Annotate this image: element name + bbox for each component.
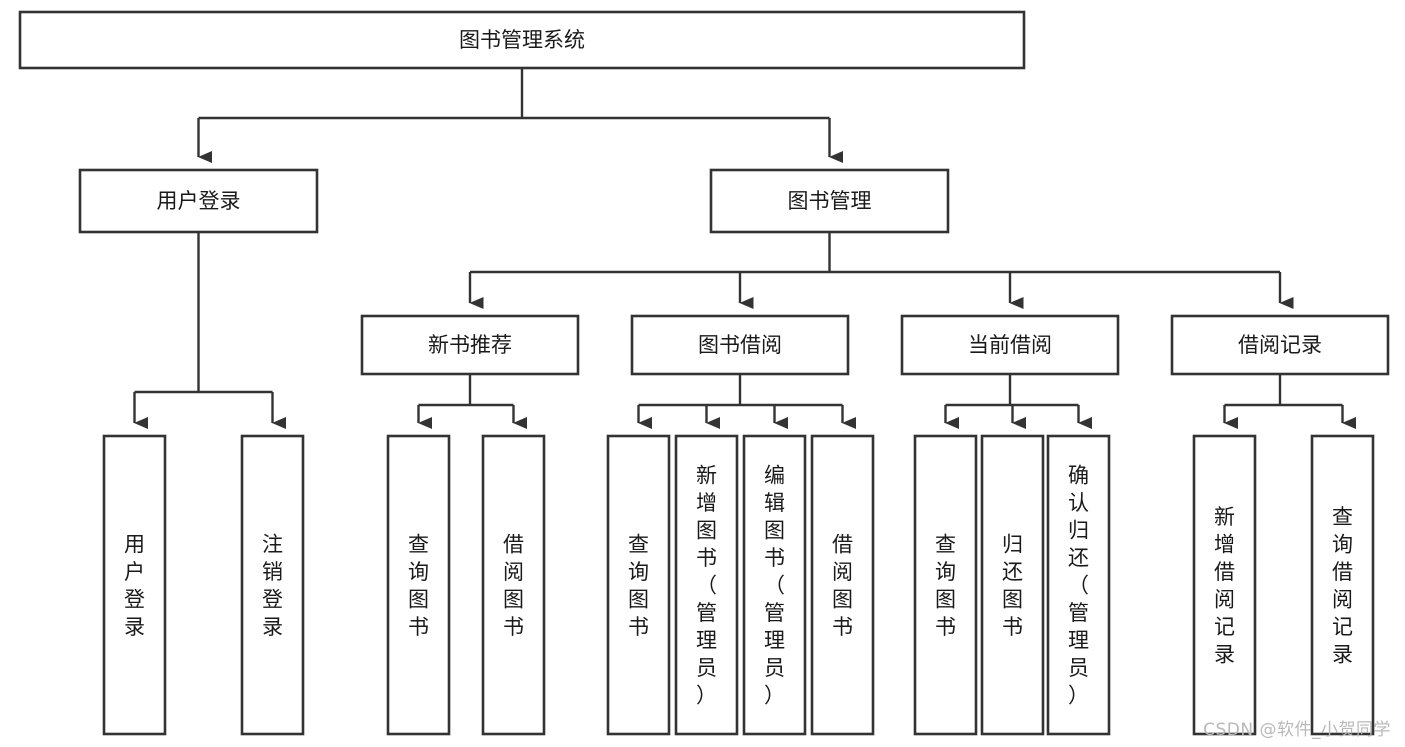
- node-leaf-add-book[interactable]: 新增图书（管理员）: [674, 434, 739, 736]
- node-user-login[interactable]: 用户登录: [78, 168, 319, 234]
- node-leaf-user-login-box: [102, 434, 167, 736]
- node-leaf-user-logout-box: [240, 434, 305, 736]
- node-current-borrow-box: [900, 314, 1120, 376]
- node-current-borrow[interactable]: 当前借阅: [900, 314, 1120, 376]
- node-leaf-add-book-label: 新增图书（管理员）: [696, 464, 717, 708]
- node-book-borrow-box: [630, 314, 850, 376]
- node-leaf-borrow-book-1-label: 借阅图书: [503, 532, 524, 639]
- node-book-manage-label: 图书管理: [788, 189, 872, 213]
- node-leaf-borrow-book-2-box: [810, 434, 875, 736]
- node-leaf-user-login-label: 用户登录: [124, 532, 145, 639]
- node-leaf-add-record-label: 新增借阅记录: [1214, 505, 1235, 667]
- node-leaf-borrow-book-2-label: 借阅图书: [832, 532, 853, 639]
- node-book-borrow[interactable]: 图书借阅: [630, 314, 850, 376]
- node-root-box: [18, 10, 1026, 70]
- node-leaf-query-record[interactable]: 查询借阅记录: [1310, 434, 1375, 736]
- node-book-manage[interactable]: 图书管理: [709, 168, 950, 234]
- connector-edges: [133, 68, 1356, 429]
- node-leaf-query-book-2-label: 查询图书: [628, 532, 649, 639]
- node-leaf-add-book-box: [674, 434, 739, 736]
- node-user-login-box: [78, 168, 319, 234]
- node-borrow-record[interactable]: 借阅记录: [1170, 314, 1390, 376]
- node-leaf-confirm-return-label: 确认归还（管理员）: [1068, 464, 1089, 708]
- node-current-borrow-label: 当前借阅: [968, 333, 1052, 357]
- node-leaf-query-book-2[interactable]: 查询图书: [606, 434, 671, 736]
- node-new-book-recommend-label: 新书推荐: [428, 333, 512, 357]
- node-new-book-recommend[interactable]: 新书推荐: [360, 314, 580, 376]
- node-root-label: 图书管理系统: [459, 28, 585, 52]
- node-leaf-query-book-3[interactable]: 查询图书: [913, 434, 978, 736]
- node-leaf-add-record-box: [1192, 434, 1257, 736]
- node-leaf-borrow-book-1[interactable]: 借阅图书: [481, 434, 546, 736]
- node-leaf-add-record[interactable]: 新增借阅记录: [1192, 434, 1257, 736]
- node-book-borrow-label: 图书借阅: [698, 333, 782, 357]
- node-leaf-confirm-return[interactable]: 确认归还（管理员）: [1046, 434, 1111, 736]
- node-leaf-return-book[interactable]: 归还图书: [980, 434, 1045, 736]
- node-leaf-confirm-return-box: [1046, 434, 1111, 736]
- node-leaf-query-book-1-label: 查询图书: [408, 532, 429, 639]
- node-new-book-recommend-box: [360, 314, 580, 376]
- node-leaf-return-book-label: 归还图书: [1002, 532, 1023, 639]
- node-leaf-query-record-box: [1310, 434, 1375, 736]
- node-boxes: 图书管理系统用户登录图书管理新书推荐图书借阅当前借阅借阅记录用户登录注销登录查询…: [18, 10, 1390, 736]
- node-borrow-record-box: [1170, 314, 1390, 376]
- node-leaf-user-logout-label: 注销登录: [262, 532, 283, 639]
- node-leaf-query-record-label: 查询借阅记录: [1332, 505, 1353, 667]
- node-leaf-query-book-1-box: [386, 434, 451, 736]
- node-root[interactable]: 图书管理系统: [18, 10, 1026, 70]
- node-leaf-query-book-3-label: 查询图书: [935, 532, 956, 639]
- node-leaf-edit-book-box: [742, 434, 807, 736]
- node-leaf-user-logout[interactable]: 注销登录: [240, 434, 305, 736]
- node-leaf-user-login[interactable]: 用户登录: [102, 434, 167, 736]
- node-leaf-edit-book-label: 编辑图书（管理员）: [764, 464, 785, 708]
- node-user-login-label: 用户登录: [157, 189, 241, 213]
- node-borrow-record-label: 借阅记录: [1238, 333, 1322, 357]
- node-leaf-borrow-book-1-box: [481, 434, 546, 736]
- node-leaf-query-book-1[interactable]: 查询图书: [386, 434, 451, 736]
- node-book-manage-box: [709, 168, 950, 234]
- node-leaf-return-book-box: [980, 434, 1045, 736]
- node-leaf-edit-book[interactable]: 编辑图书（管理员）: [742, 434, 807, 736]
- node-leaf-query-book-2-box: [606, 434, 671, 736]
- node-leaf-borrow-book-2[interactable]: 借阅图书: [810, 434, 875, 736]
- node-leaf-query-book-3-box: [913, 434, 978, 736]
